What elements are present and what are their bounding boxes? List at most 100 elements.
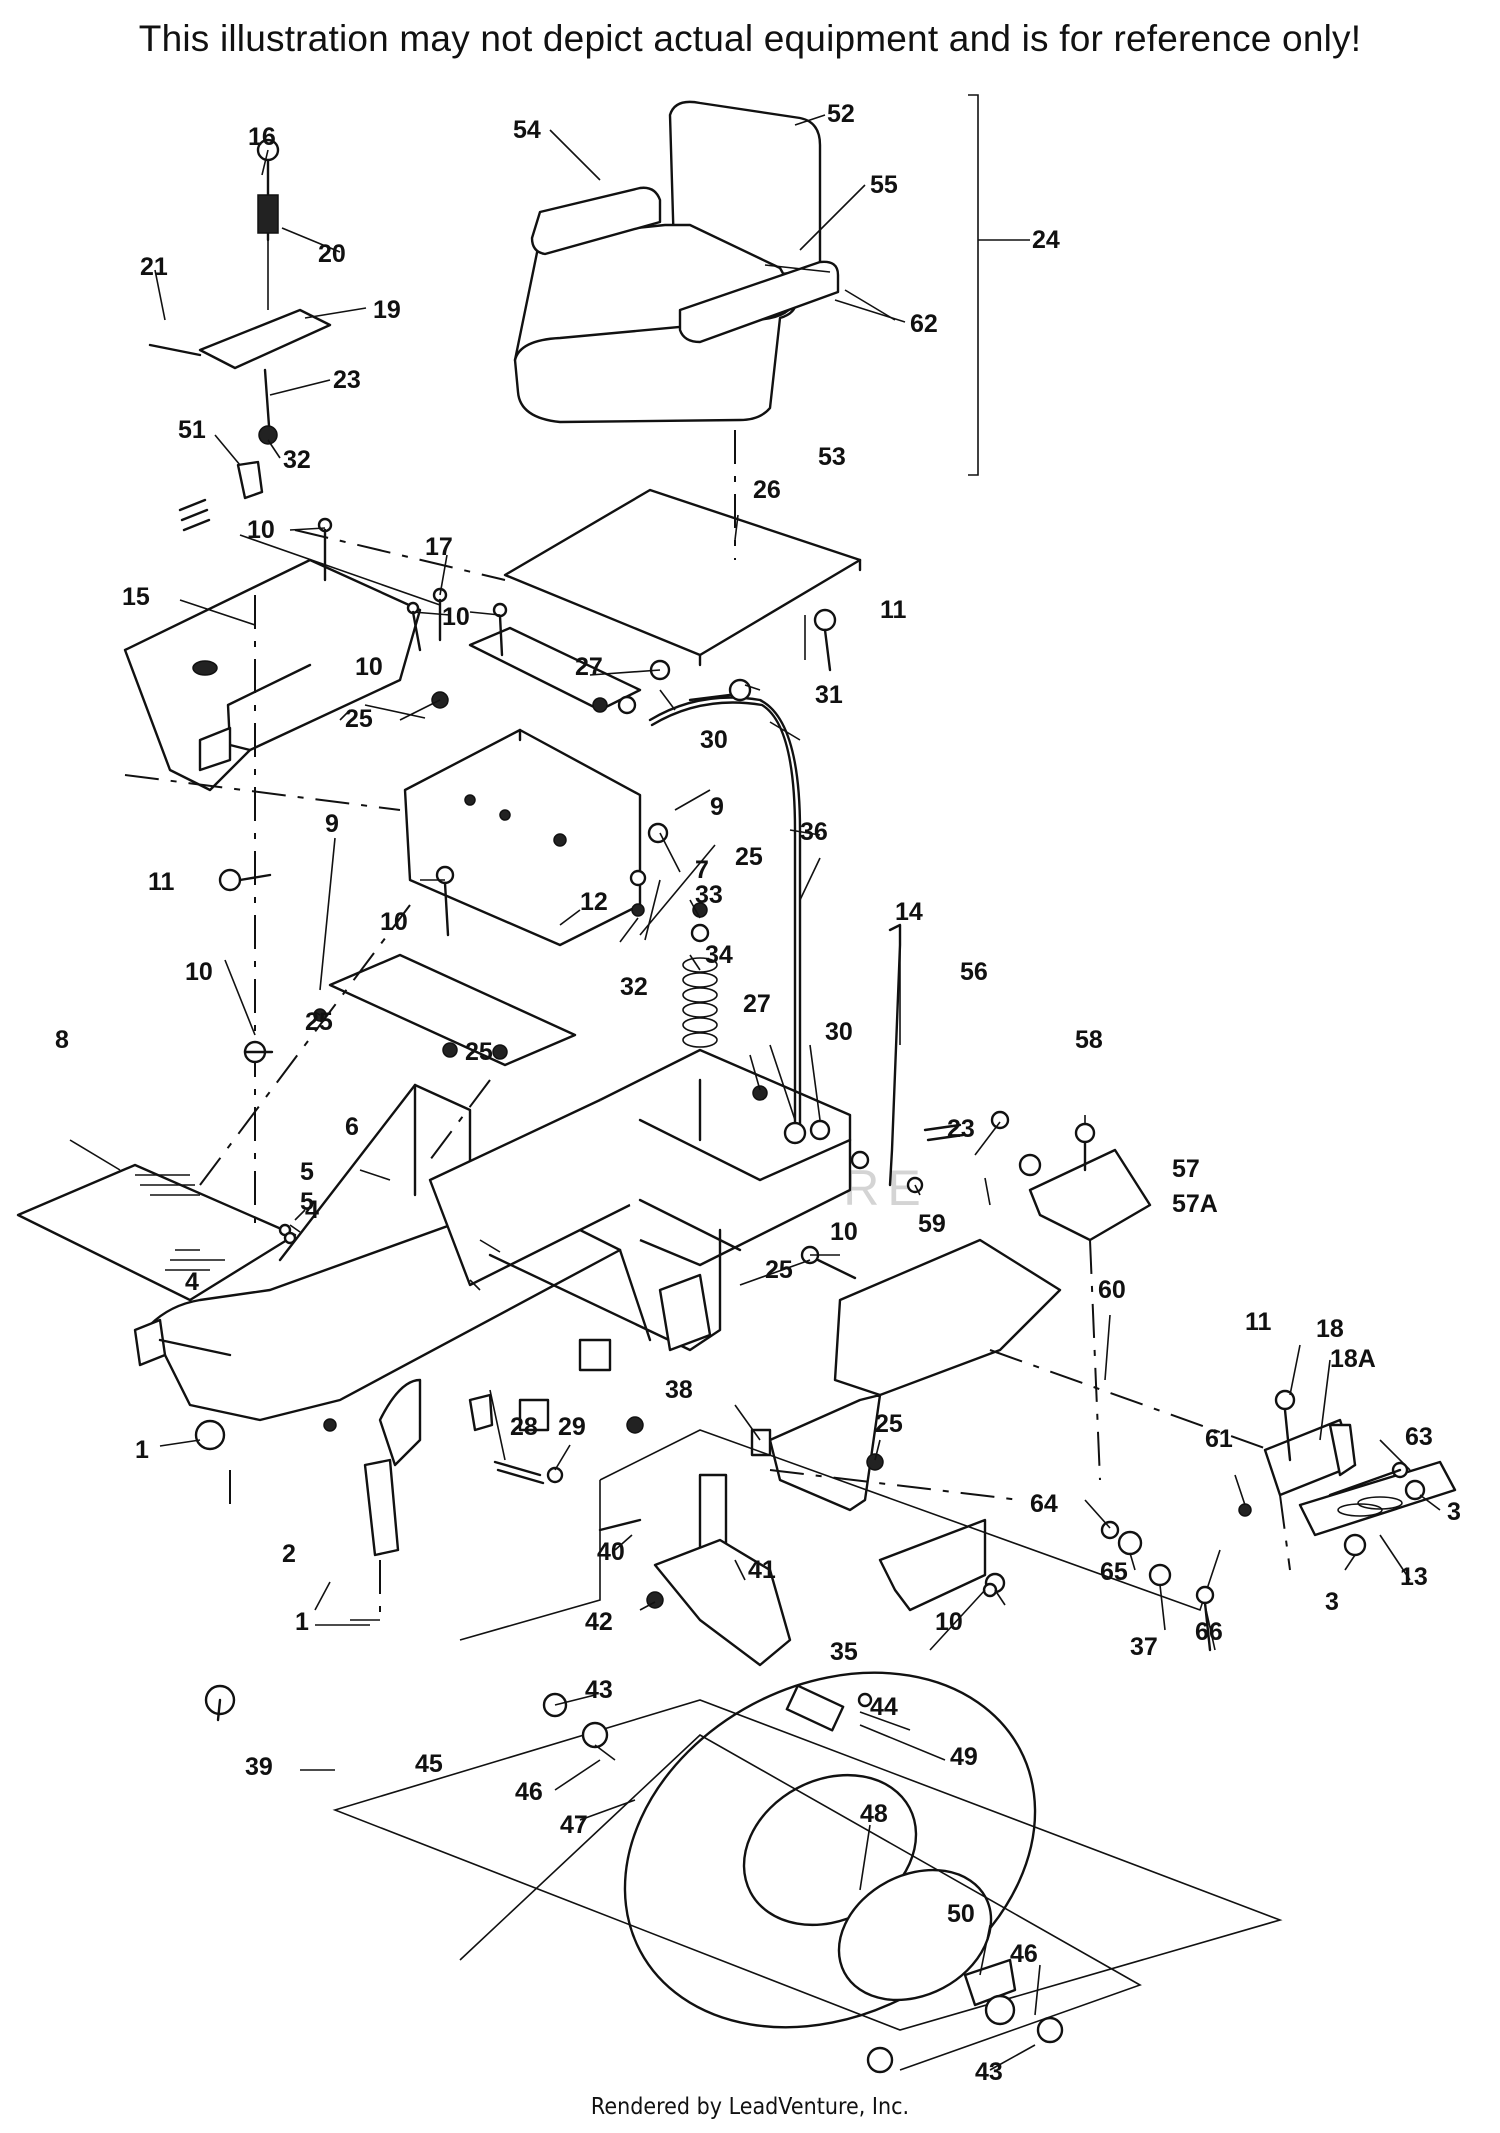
callout: 26 [753, 476, 781, 504]
callout: 9 [325, 810, 339, 838]
leader-lines [69, 114, 1441, 2071]
callout: 27 [743, 990, 771, 1018]
callout: 6 [345, 1113, 359, 1141]
callout: 4 [305, 1196, 319, 1224]
callout: 47 [560, 1811, 588, 1839]
callout: 9 [710, 793, 724, 821]
callout: 1 [295, 1608, 309, 1636]
main-frame [133, 1048, 852, 1557]
callout: 11 [1245, 1308, 1272, 1336]
callout: 10 [247, 516, 275, 544]
callout: 5 [300, 1188, 314, 1216]
callout: 23 [333, 366, 361, 394]
callout: 54 [513, 116, 541, 144]
callout: 7 [695, 856, 709, 884]
callout: 50 [947, 1900, 975, 1928]
callout: 12 [580, 888, 608, 916]
caster-wheel [623, 1671, 1037, 2029]
callout: 10 [935, 1608, 963, 1636]
callout: 30 [825, 1018, 853, 1046]
callout: 4 [185, 1268, 199, 1296]
callout: 16 [248, 123, 276, 151]
left-fender [123, 558, 422, 792]
callout: 38 [665, 1376, 693, 1404]
seat-assembly [513, 94, 1030, 476]
callout: 15 [122, 583, 150, 611]
caster-fork [598, 1473, 792, 1667]
callout: 32 [620, 973, 648, 1001]
callout: 61 [1205, 1425, 1233, 1453]
callout: 55 [870, 171, 898, 199]
callout: 57 [1172, 1155, 1200, 1183]
callout: 20 [318, 240, 346, 268]
callout: 10 [185, 958, 213, 986]
callout: 48 [860, 1800, 888, 1828]
callout: 21 [140, 253, 168, 281]
callout: 25 [465, 1038, 493, 1066]
callout: 17 [425, 533, 453, 561]
callout: 65 [1100, 1558, 1128, 1586]
callout: 30 [700, 726, 728, 754]
callout: 10 [830, 1218, 858, 1246]
callout: 2 [282, 1540, 296, 1568]
callout: 42 [585, 1608, 613, 1636]
callout: 37 [1130, 1633, 1158, 1661]
spring-34 [682, 957, 718, 1048]
callout: 8 [55, 1026, 69, 1054]
callout: 11 [148, 868, 175, 896]
callout: 64 [1030, 1490, 1058, 1518]
callout: 24 [1032, 226, 1060, 254]
callout: 28 [510, 1413, 538, 1441]
callout: 14 [895, 898, 923, 926]
callout: 53 [818, 443, 846, 471]
callout: 36 [800, 818, 828, 846]
callout: 39 [245, 1753, 273, 1781]
cable-36 [648, 696, 802, 1132]
callout: 18A [1330, 1345, 1376, 1373]
callout: 59 [918, 1210, 946, 1238]
foot-plate [16, 1163, 297, 1302]
callout: 49 [950, 1743, 978, 1771]
callout: 51 [178, 416, 206, 444]
callout: 60 [1098, 1276, 1126, 1304]
callout: 40 [597, 1538, 625, 1566]
callout: 58 [1075, 1026, 1103, 1054]
bracket-lower [328, 953, 577, 1067]
callout: 43 [975, 2058, 1003, 2086]
callout: 31 [815, 681, 843, 709]
callout: 25 [305, 1008, 333, 1036]
callout: 46 [515, 1778, 543, 1806]
callout: 25 [875, 1410, 903, 1438]
callout: 3 [1325, 1588, 1339, 1616]
callout: 13 [1400, 1563, 1428, 1591]
link-rod-14 [888, 923, 902, 1187]
callout: 66 [1195, 1618, 1223, 1646]
console-panel [403, 626, 642, 947]
callout: 41 [748, 1556, 776, 1584]
callout: 10 [442, 603, 470, 631]
callout: 29 [558, 1413, 586, 1441]
callout: 19 [373, 296, 401, 324]
callout: 11 [880, 596, 907, 624]
callout: 44 [870, 1693, 898, 1721]
callout: 32 [283, 446, 311, 474]
disclaimer-text: This illustration may not depict actual … [138, 18, 1362, 59]
seat-switch-assembly [148, 158, 332, 532]
callout: 57A [1172, 1190, 1218, 1218]
callout: 3 [1447, 1498, 1461, 1526]
callout: 46 [1010, 1940, 1038, 1968]
callout-labels: 1 1 2 3 3 4 4 5 5 6 7 8 9 9 10 10 10 10 … [55, 100, 1461, 2086]
callout: 25 [735, 843, 763, 871]
boundary-lines [332, 1429, 1283, 2071]
callout: 35 [830, 1638, 858, 1666]
right-fender [750, 1238, 1062, 1612]
callout: 25 [765, 1256, 793, 1284]
callout: 43 [585, 1676, 613, 1704]
callout: 10 [380, 908, 408, 936]
callout: 25 [345, 705, 373, 733]
callout: 45 [415, 1750, 443, 1778]
callout: 10 [355, 653, 383, 681]
callout: 62 [910, 310, 938, 338]
callout: 1 [135, 1436, 149, 1464]
